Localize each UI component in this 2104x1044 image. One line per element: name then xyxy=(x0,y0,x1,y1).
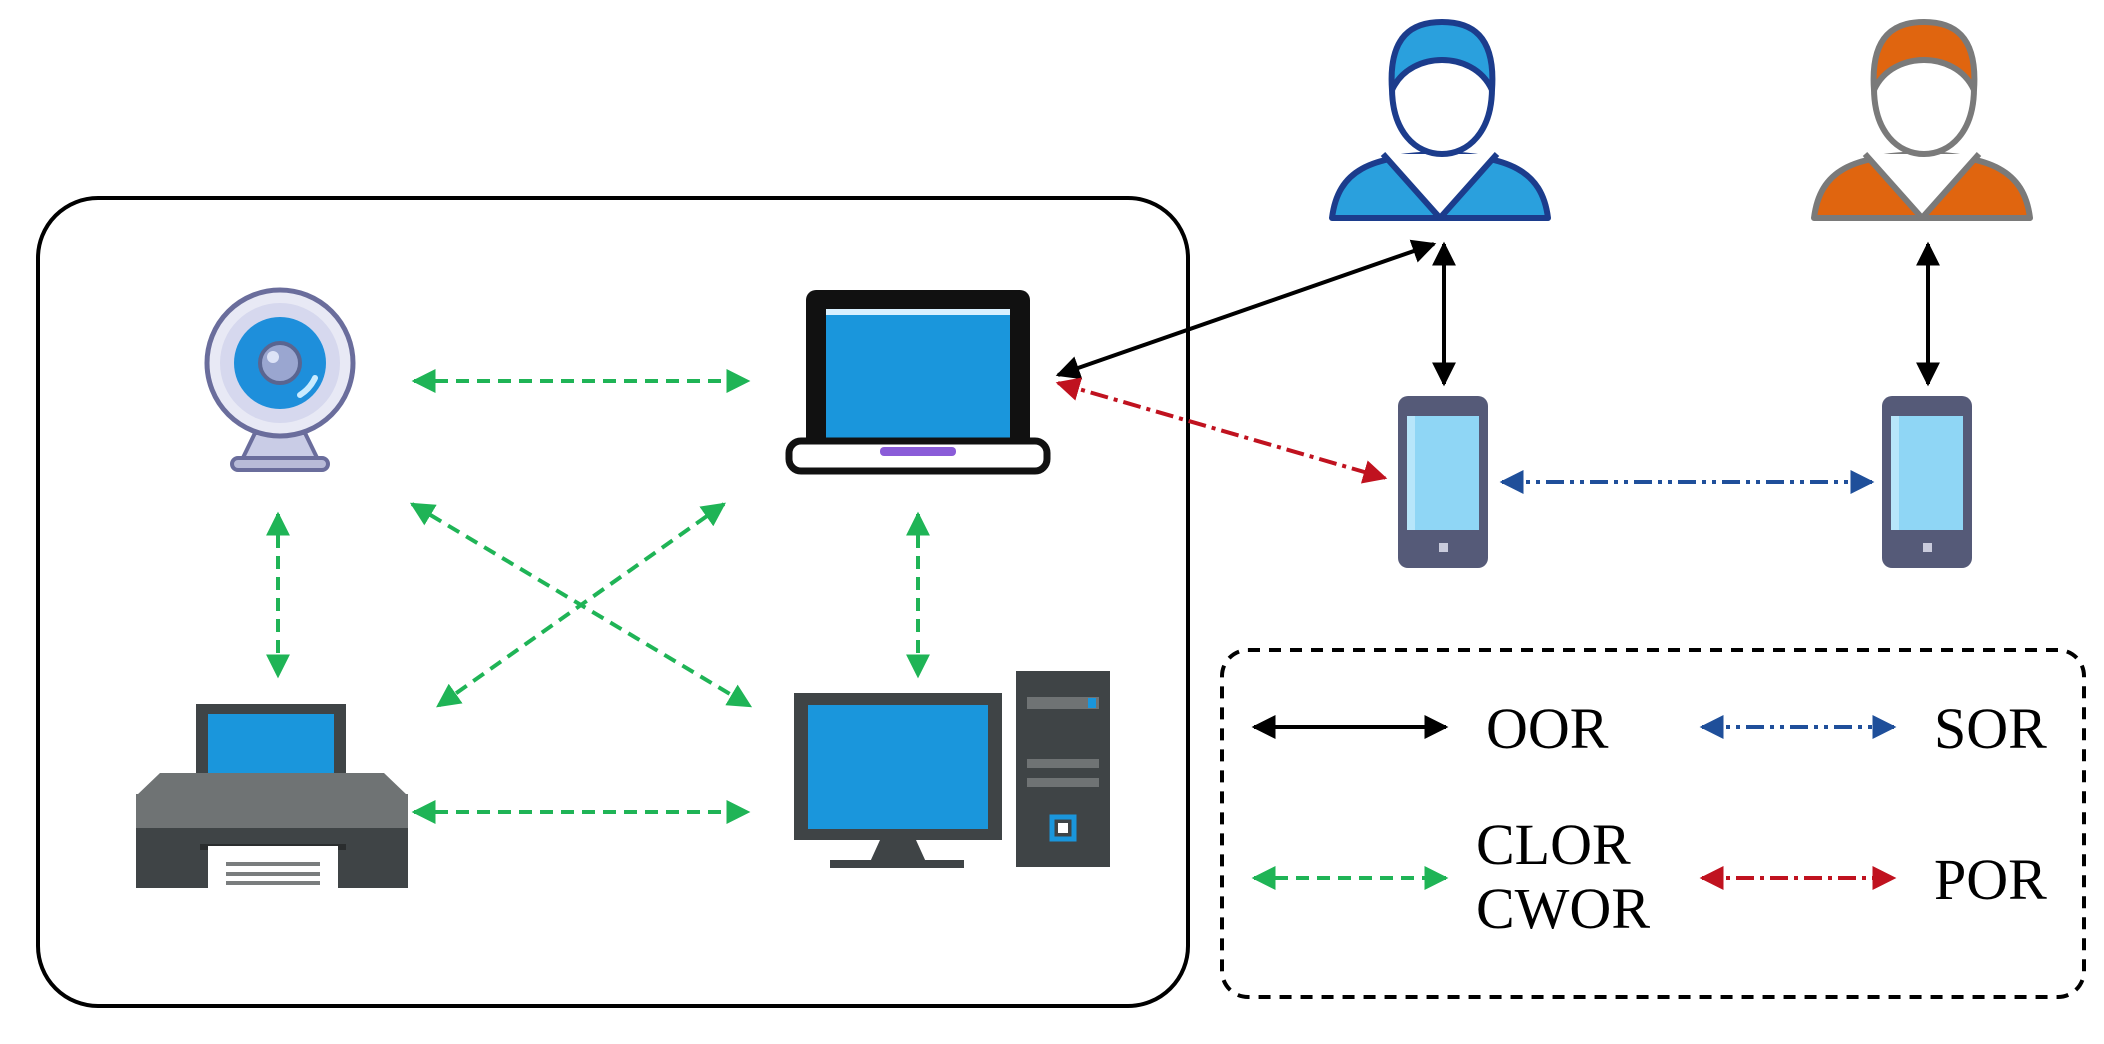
smartphone-icon xyxy=(1398,396,1488,568)
por-edge xyxy=(1055,377,1388,484)
legend-cwor-label: CWOR xyxy=(1476,876,1650,941)
oor-edge xyxy=(1055,239,1437,380)
smartphone-icon xyxy=(1882,396,1972,568)
printer-icon xyxy=(136,704,408,888)
device-group-box xyxy=(36,196,1190,1008)
user-icon xyxy=(1811,19,2033,221)
legend-clor-label: CLOR xyxy=(1476,812,1631,877)
webcam-icon xyxy=(204,287,356,472)
clor-cwor-edge xyxy=(436,502,726,708)
legend-oor-label: OOR xyxy=(1486,696,1609,761)
legend: OOR SOR CLOR CWOR POR xyxy=(1251,696,2047,941)
user-icon xyxy=(1329,19,1551,221)
laptop-icon xyxy=(785,290,1051,475)
legend-sor-label: SOR xyxy=(1934,696,2047,761)
desktop-computer-icon xyxy=(794,671,1110,868)
legend-box xyxy=(1220,648,2086,999)
legend-por-label: POR xyxy=(1934,847,2047,912)
